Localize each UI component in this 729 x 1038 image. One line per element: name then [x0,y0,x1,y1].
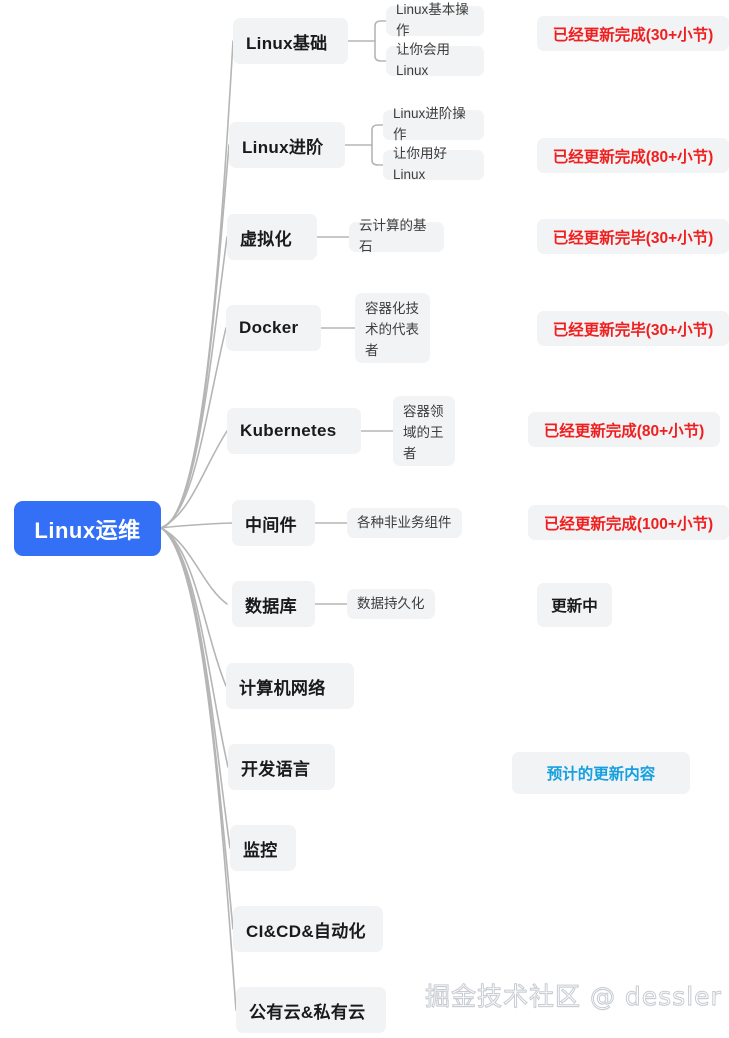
link-root-5 [160,522,233,529]
link-root-6 [160,527,228,605]
link-root-11 [160,527,237,1011]
branch-label: 公有云&私有云 [249,1002,366,1022]
status-label: 已经更新完成(80+小节) [552,148,714,166]
status-label: 已经更新完毕(30+小节) [552,321,714,339]
root-node[interactable]: Linux运维 [14,501,161,556]
leaf-node-cloud-cornerstone[interactable]: 云计算的基石 [349,218,444,254]
branch-node-virtualization[interactable]: 虚拟化 [227,214,317,260]
status-badge-planned: 预计的更新内容 [512,752,690,794]
status-badge-virtualization: 已经更新完毕(30+小节) [537,219,729,254]
leaf-label: 各种非业务组件 [357,514,452,530]
link-root-8 [160,527,229,768]
watermark: 掘金技术社区 @ dessler [425,982,722,1012]
leaf-label: 让你会用Linux [396,42,450,78]
status-label: 已经更新完成(100+小节) [543,515,714,533]
leaf-label: 容器领域的王者 [403,404,444,461]
status-badge-linux-basics: 已经更新完成(30+小节) [537,16,729,51]
branch-node-database[interactable]: 数据库 [232,581,315,627]
branch-node-middleware[interactable]: 中间件 [232,500,315,546]
branch-node-linux-basics[interactable]: Linux基础 [233,18,348,64]
status-badge-kubernetes: 已经更新完成(80+小节) [528,412,720,447]
leaf-label: 云计算的基石 [359,218,427,254]
leaf-label: Linux进阶操作 [393,106,466,142]
branch-node-linux-advanced[interactable]: Linux进阶 [229,122,345,168]
branch-node-docker[interactable]: Docker [226,305,321,351]
branch-label: 中间件 [245,515,297,535]
link-b1-c0 [371,124,384,146]
leaf-label: 容器化技术的代表者 [365,301,419,358]
branch-label: 开发语言 [241,759,311,779]
branch-node-computer-network[interactable]: 计算机网络 [226,663,354,709]
link-root-2 [160,236,228,529]
status-badge-docker: 已经更新完毕(30+小节) [537,311,729,346]
link-b0-c0 [374,20,387,42]
status-label: 已经更新完成(30+小节) [552,26,714,44]
link-root-0 [160,40,234,529]
leaf-label: 数据持久化 [357,595,425,611]
link-root-7 [160,527,227,687]
branch-label: Linux进阶 [242,137,324,157]
branch-label: Kubernetes [240,421,337,440]
leaf-node-master-linux[interactable]: 让你用好Linux [383,146,484,182]
branch-node-kubernetes[interactable]: Kubernetes [227,408,361,454]
branch-label: Linux基础 [246,33,328,53]
leaf-label: 让你用好Linux [393,146,447,182]
status-label: 预计的更新内容 [546,766,656,783]
link-root-4 [160,430,228,529]
link-root-3 [160,327,227,529]
link-b0-c1 [374,40,387,62]
link-root-10 [160,527,234,930]
status-badge-linux-advanced: 已经更新完成(80+小节) [537,138,729,173]
leaf-node-data-persistence[interactable]: 数据持久化 [347,589,435,619]
root-node-label: Linux运维 [34,517,141,543]
status-label: 已经更新完成(80+小节) [543,422,705,440]
leaf-node-learn-use-linux[interactable]: 让你会用Linux [386,42,484,78]
branch-label: 数据库 [245,596,297,616]
branch-label: CI&CD&自动化 [246,921,366,941]
branch-label: 监控 [243,840,278,860]
leaf-node-container-tech-rep[interactable]: 容器化技术的代表者 [355,293,430,363]
branch-node-public-private-cloud[interactable]: 公有云&私有云 [236,987,386,1033]
branch-node-dev-languages[interactable]: 开发语言 [228,744,335,790]
branch-label: 虚拟化 [240,229,292,249]
leaf-node-linux-advanced-ops[interactable]: Linux进阶操作 [383,106,484,142]
leaf-label: Linux基本操作 [396,2,469,38]
branch-node-cicd-automation[interactable]: CI&CD&自动化 [233,906,383,952]
link-root-1 [160,144,230,529]
status-label: 更新中 [551,598,598,615]
leaf-node-container-king[interactable]: 容器领域的王者 [393,396,455,466]
link-b1-c1 [371,144,384,166]
leaf-node-linux-basic-ops[interactable]: Linux基本操作 [386,2,484,38]
link-root-9 [160,527,231,849]
status-label: 已经更新完毕(30+小节) [552,229,714,247]
leaf-node-nonbusiness-components[interactable]: 各种非业务组件 [347,508,462,538]
status-badge-database: 更新中 [537,583,612,627]
status-badge-middleware: 已经更新完成(100+小节) [528,505,729,540]
branch-node-monitoring[interactable]: 监控 [230,825,296,871]
branch-label: Docker [239,318,299,337]
branch-label: 计算机网络 [239,678,326,698]
